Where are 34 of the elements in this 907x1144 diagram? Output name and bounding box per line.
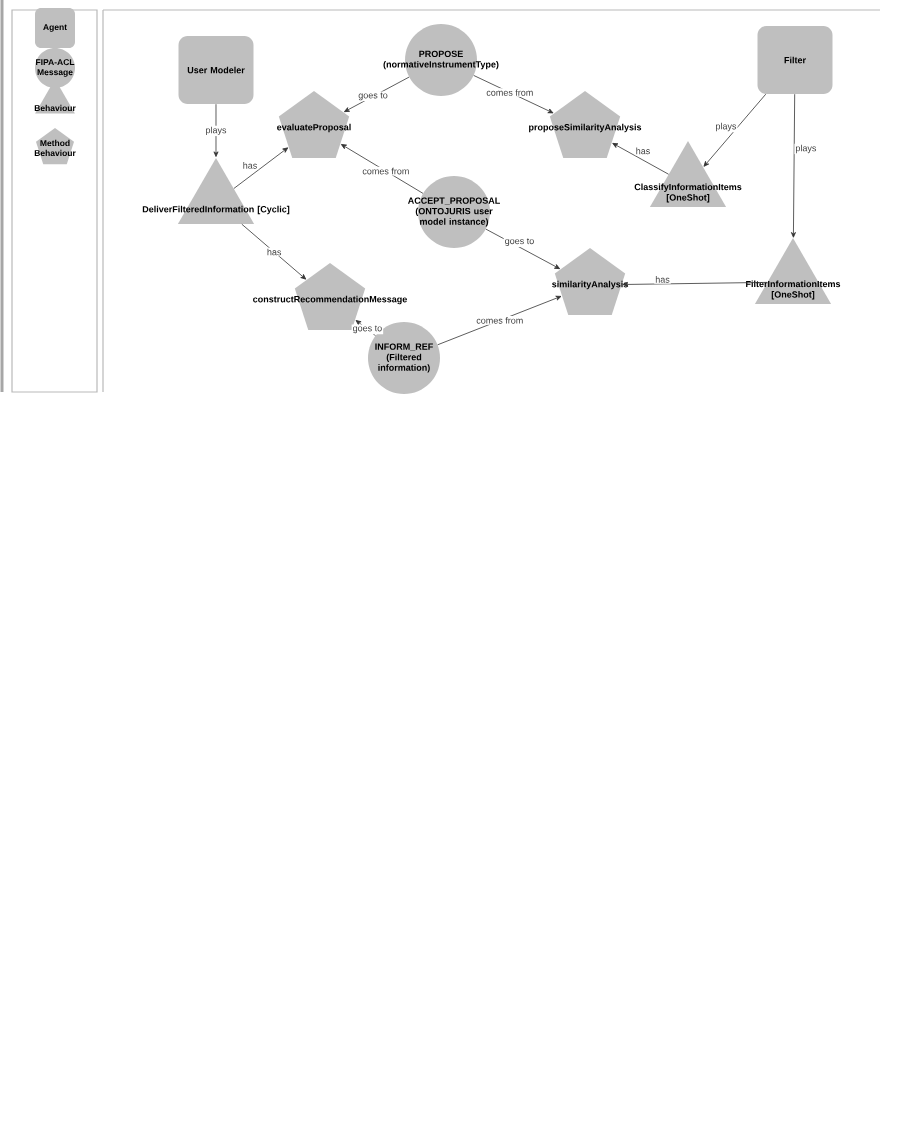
legend-item: Method Behaviour — [34, 128, 76, 165]
edge-label: has — [654, 275, 671, 284]
edge-label: plays — [714, 121, 738, 133]
arrow — [241, 223, 307, 280]
arrow — [703, 93, 767, 167]
arrow — [790, 93, 796, 238]
edge-label: goes to — [503, 237, 536, 247]
arrow — [355, 320, 376, 337]
edge-label: goes to — [351, 324, 384, 335]
arrow — [341, 144, 424, 194]
edge-label: comes from — [475, 316, 525, 325]
arrow — [622, 281, 768, 287]
edge-label: has — [634, 146, 652, 156]
edge-label: has — [265, 247, 283, 257]
arrow — [437, 295, 562, 346]
legend-item: Behaviour — [34, 79, 76, 114]
edge-label: has — [241, 161, 259, 170]
triangle: FilterInformationItems [OneShot] — [746, 238, 841, 304]
arrow — [233, 147, 289, 189]
legend-item: Agent — [35, 8, 75, 48]
pentagon: evaluateProposal — [277, 91, 351, 158]
rounded-box: User Modeler — [178, 36, 254, 104]
edge-label: plays — [794, 143, 818, 155]
legend-item: FIPA-ACL Message — [35, 48, 75, 88]
pentagon: similarityAnalysis — [552, 248, 628, 315]
arrow — [612, 142, 669, 175]
edge-label: goes to — [357, 91, 389, 102]
arrow — [485, 228, 560, 270]
arrow — [213, 103, 219, 157]
arrow — [473, 75, 554, 114]
rounded-box: Filter — [757, 26, 833, 94]
edge-label: comes from — [361, 166, 411, 176]
edge-label: plays — [204, 125, 228, 137]
edge-label: comes from — [485, 88, 535, 97]
